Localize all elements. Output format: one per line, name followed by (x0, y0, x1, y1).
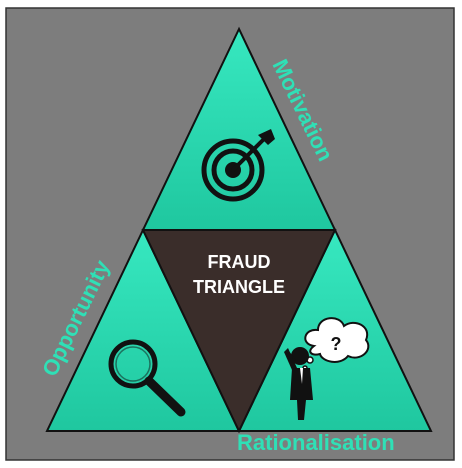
svg-text:?: ? (331, 334, 342, 354)
confused-person-icon: ? (284, 317, 370, 420)
side-label-rationalisation: Rationalisation (237, 430, 395, 455)
target-icon (201, 129, 275, 202)
center-title-line1: FRAUD (208, 252, 271, 272)
center-title-line2: TRIANGLE (193, 277, 285, 297)
center-triangle (141, 229, 337, 434)
magnifier-icon (108, 339, 186, 417)
